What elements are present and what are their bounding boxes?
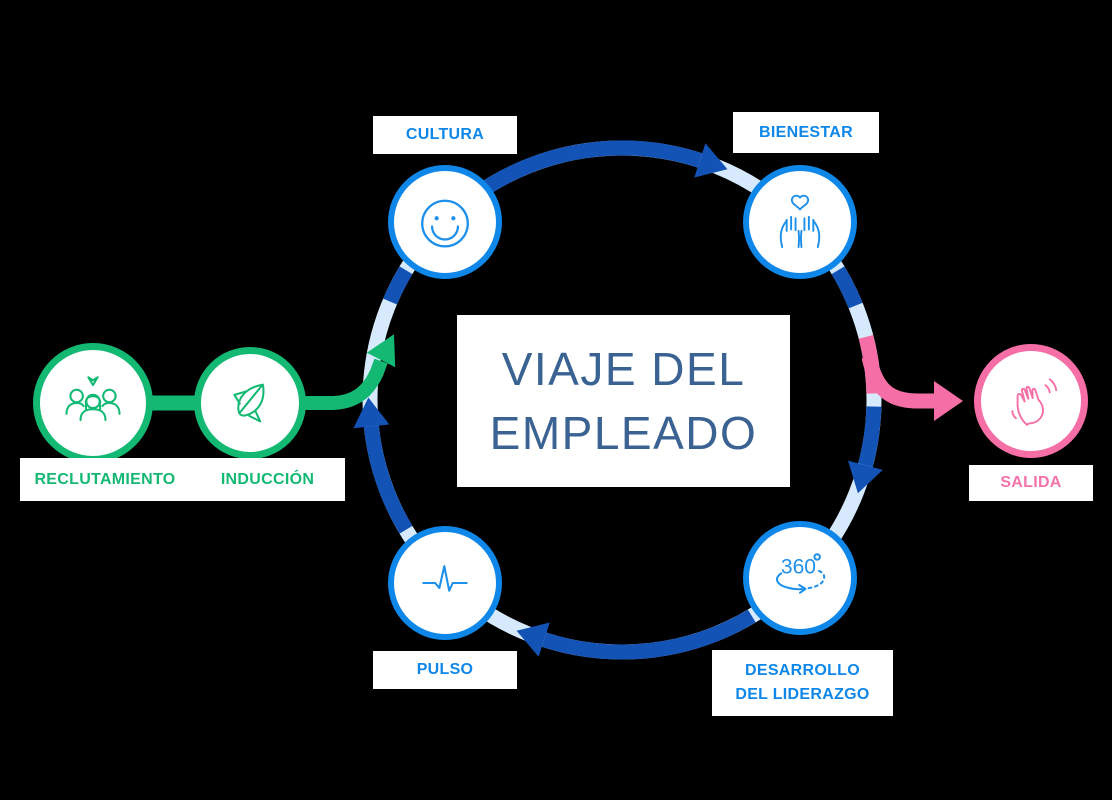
label-desarrollo-line2: DEL LIDERAZGO [735,686,870,703]
label-bienestar-text: BIENESTAR [759,123,853,141]
label-cultura-text: CULTURA [405,126,485,143]
rocket-icon [233,383,265,423]
node-reclutamiento [33,343,153,463]
label-bienestar: BIENESTAR [733,112,879,153]
label-pulso-text: PULSO [416,661,474,678]
exit-arrow-shaft [861,355,934,409]
label-salida: SALIDA [969,465,1093,501]
node-induccion [194,347,306,459]
hands-heart-icon [779,194,821,249]
waving-hand-icon [1011,378,1058,426]
smiley-icon [421,199,469,248]
cycle-arc-segment [541,609,756,660]
label-pulso: PULSO [373,651,517,689]
node-pulso [388,526,502,640]
label-desarrollo: DESARROLLO DEL LIDERAZGO [712,650,893,716]
cycle-arc-segment [831,266,863,309]
title-line1: VIAJE DEL [501,343,746,395]
cycle-arc-segment [383,266,413,305]
cycle-arc-segment [858,406,882,468]
cycle-arrow-head [516,622,550,657]
entry-arrow-head [366,334,396,368]
cycle-arc-segment [469,140,703,203]
label-desarrollo-line1: DESARROLLO [745,662,860,679]
cycle-arrow-head [694,143,728,178]
node-cultura [388,165,502,279]
center-title-box: VIAJE DEL EMPLEADO [457,315,790,487]
svg-text:360: 360 [781,555,816,578]
label-cultura: CULTURA [373,116,517,154]
label-salida-text: SALIDA [1000,474,1062,491]
label-reclutamiento-text: RECLUTAMIENTO [34,470,176,488]
node-bienestar [743,165,857,279]
title-line2: EMPLEADO [489,407,758,459]
node-salida [974,344,1088,458]
exit-arrow-head [934,381,963,421]
label-induccion-text: INDUCCIÓN [220,470,315,488]
entry-arrow-shaft [304,358,388,410]
pulse-icon [422,565,468,592]
cycle-arc-segment [363,425,413,534]
cycle-arrow-head [353,397,390,429]
360-degrees-icon: 360 [776,553,826,594]
people-group-icon [65,376,121,422]
node-desarrollo: 360 [743,521,857,635]
label-reclutamiento-induccion: RECLUTAMIENTO INDUCCIÓN [20,458,345,501]
cycle-arrow-head [848,460,883,494]
